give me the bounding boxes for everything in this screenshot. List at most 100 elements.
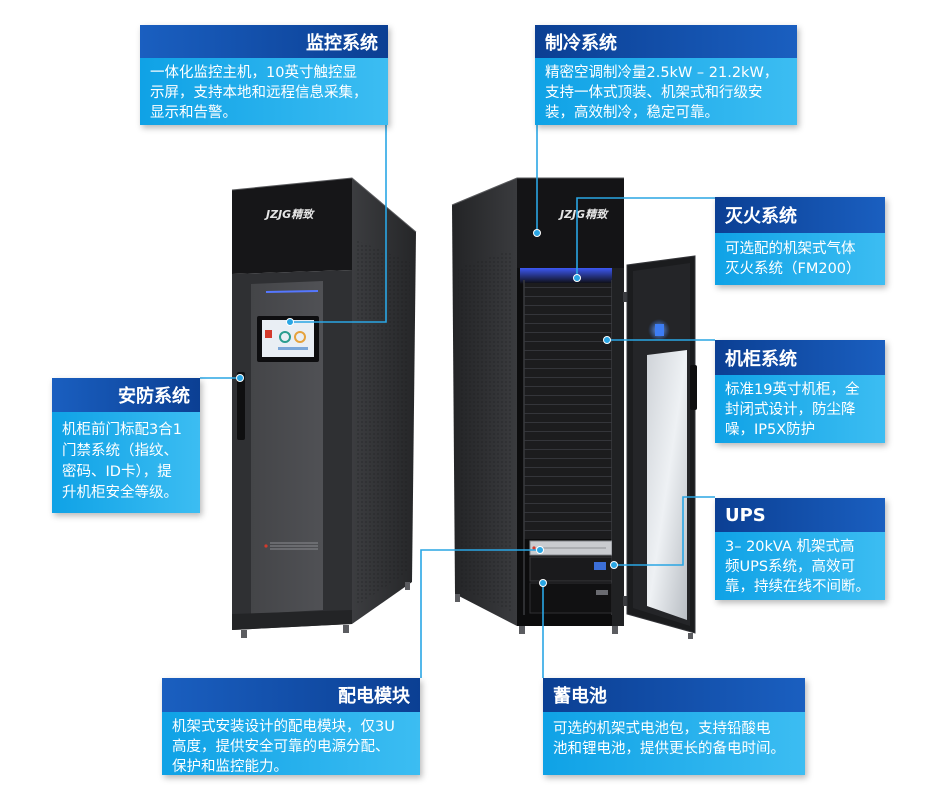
cabinet-foot <box>455 594 460 602</box>
callout-line: 噪，IP5X防护 <box>725 422 816 438</box>
vent-indicator <box>264 544 268 548</box>
callout-line: 机柜前门标配3合1 <box>62 422 182 438</box>
callout-line: 显示和告警。 <box>150 105 237 121</box>
cabinet-foot <box>519 626 525 634</box>
connector-fire <box>576 197 715 278</box>
cabinet-foot <box>241 630 247 638</box>
callout-line: 机架式安装设计的配电模块，仅3U <box>172 719 395 735</box>
dot-fire <box>573 274 581 282</box>
connector-ups <box>614 496 715 566</box>
callout-title-text: 制冷系统 <box>545 32 617 54</box>
callout-title-text: 机柜系统 <box>725 348 797 370</box>
cabinet-foot <box>405 582 410 590</box>
callout-security-system: 安防系统 机柜前门标配3合1 门禁系统（指纹、 密码、ID卡），提 升机柜安全等… <box>52 378 200 513</box>
screen-gauge-2 <box>294 331 306 343</box>
door-handle <box>690 365 697 410</box>
callout-line: 密码、ID卡），提 <box>62 464 172 480</box>
open-cabinet: JZJG精致 <box>451 177 697 639</box>
screen-bar <box>278 347 308 350</box>
door-hinge <box>623 596 628 606</box>
door-foot <box>688 633 693 639</box>
callout-battery: 蓄电池 可选的机架式电池包，支持铅酸电 池和锂电池，提供更长的备电时间。 <box>543 678 805 775</box>
callout-power-distribution-module: 配电模块 机架式安装设计的配电模块，仅3U 高度，提供安全可靠的电源分配、 保护… <box>162 678 420 775</box>
callout-ups-system: UPS 3– 20kVA 机架式高 频UPS系统，高效可 靠，持续在线不间断。 <box>715 498 885 600</box>
screen-widget-alert <box>265 330 272 338</box>
cabinet-roof-edge <box>451 177 624 206</box>
battery-label <box>596 590 608 595</box>
callout-title: 蓄电池 <box>543 678 805 712</box>
cabinet-base <box>232 610 352 630</box>
callout-title-text: 灭火系统 <box>725 206 797 227</box>
callout-line: 靠，持续在线不间断。 <box>725 579 870 595</box>
callout-monitoring-system: 监控系统 一体化监控主机，10英寸触控显 示屏，支持本地和远程信息采集， 显示和… <box>140 25 388 125</box>
rack-panels <box>524 283 612 539</box>
callout-connectors <box>200 125 715 678</box>
callout-line: 池和锂电池，提供更长的备电时间。 <box>553 741 785 757</box>
dot-ups <box>610 561 618 569</box>
callout-line: 一体化监控主机，10英寸触控显 <box>150 65 357 81</box>
callout-title: 机柜系统 <box>715 340 885 375</box>
callout-title: UPS <box>715 498 885 532</box>
cabinet-top-module <box>517 178 624 268</box>
callout-line: 门禁系统（指纹、 <box>62 443 178 459</box>
callout-body: 3– 20kVA 机架式高 频UPS系统，高效可 靠，持续在线不间断。 <box>715 532 885 600</box>
callout-fire-suppression-system: 灭火系统 可选配的机架式气体 灭火系统（FM200） <box>715 197 885 285</box>
closed-cabinet: JZJG精致 <box>231 177 417 638</box>
connector-monitoring <box>290 125 387 323</box>
callout-body: 可选配的机架式气体 灭火系统（FM200） <box>715 233 885 285</box>
front-door-panel <box>251 281 323 614</box>
callout-cooling-system: 制冷系统 精密空调制冷量2.5kW – 21.2kW， 支持一体式顶装、机架式和… <box>535 25 797 125</box>
callout-line: 3– 20kVA 机架式高 <box>725 539 855 555</box>
callout-line: 封闭式设计，防尘降 <box>725 402 856 418</box>
cabinet-foot <box>343 625 349 633</box>
callout-title-text: UPS <box>725 504 766 526</box>
callout-body: 可选的机架式电池包，支持铅酸电 池和锂电池，提供更长的备电时间。 <box>543 712 805 775</box>
dot-cabinet <box>603 336 611 344</box>
callout-line: 升机柜安全等级。 <box>62 485 178 501</box>
cabinet-logo: JZJG精致 <box>558 208 609 221</box>
cabinet-foot <box>612 626 618 634</box>
callout-body: 一体化监控主机，10英寸触控显 示屏，支持本地和远程信息采集， 显示和告警。 <box>140 58 388 125</box>
callout-line: 精密空调制冷量2.5kW – 21.2kW， <box>545 65 779 81</box>
pdu-indicator <box>532 546 536 550</box>
touch-screen-display <box>262 320 314 357</box>
door-led <box>655 324 664 336</box>
screen-gauge-1 <box>279 331 291 343</box>
interior-blue-light <box>520 268 620 284</box>
door-hinge <box>623 292 628 302</box>
cabinet-side-perforation <box>458 250 512 612</box>
connector-dots <box>236 229 618 587</box>
cabinet-roof-edge <box>231 177 417 233</box>
door-handle <box>237 372 245 440</box>
callout-line: 可选的机架式电池包，支持铅酸电 <box>553 721 771 737</box>
dot-cooling <box>533 229 541 237</box>
dot-security <box>236 374 244 382</box>
callout-title: 灭火系统 <box>715 197 885 233</box>
cabinet-top-module <box>232 178 352 274</box>
callout-title: 制冷系统 <box>535 25 797 58</box>
callout-title: 配电模块 <box>162 678 420 712</box>
cabinet-right-frame <box>612 268 624 626</box>
callout-line: 装，高效制冷，稳定可靠。 <box>545 105 719 121</box>
callout-line: 标准19英寸机柜，全 <box>725 382 860 398</box>
callout-body: 精密空调制冷量2.5kW – 21.2kW， 支持一体式顶装、机架式和行级安 装… <box>535 58 797 125</box>
callout-title: 安防系统 <box>52 378 200 412</box>
ups-display <box>594 562 606 570</box>
callout-line: 可选配的机架式气体 <box>725 241 856 257</box>
dot-battery <box>539 579 547 587</box>
callout-line: 高度，提供安全可靠的电源分配、 <box>172 739 390 755</box>
dot-monitoring <box>286 318 294 326</box>
callout-body: 标准19英寸机柜，全 封闭式设计，防尘降 噪，IP5X防护 <box>715 375 885 443</box>
callout-body: 机柜前门标配3合1 门禁系统（指纹、 密码、ID卡），提 升机柜安全等级。 <box>52 412 200 513</box>
connector-power <box>420 549 540 678</box>
cabinet-logo: JZJG精致 <box>264 208 315 221</box>
callout-title-text: 蓄电池 <box>553 686 607 707</box>
dot-power <box>536 546 544 554</box>
callout-line: 灭火系统（FM200） <box>725 261 861 277</box>
door-glass <box>647 350 687 620</box>
callout-title-text: 配电模块 <box>338 686 410 707</box>
callout-title: 监控系统 <box>140 25 388 58</box>
callout-title-text: 安防系统 <box>118 386 190 407</box>
cabinet-side-perforation <box>356 240 410 606</box>
callout-line: 支持一体式顶装、机架式和行级安 <box>545 85 763 101</box>
